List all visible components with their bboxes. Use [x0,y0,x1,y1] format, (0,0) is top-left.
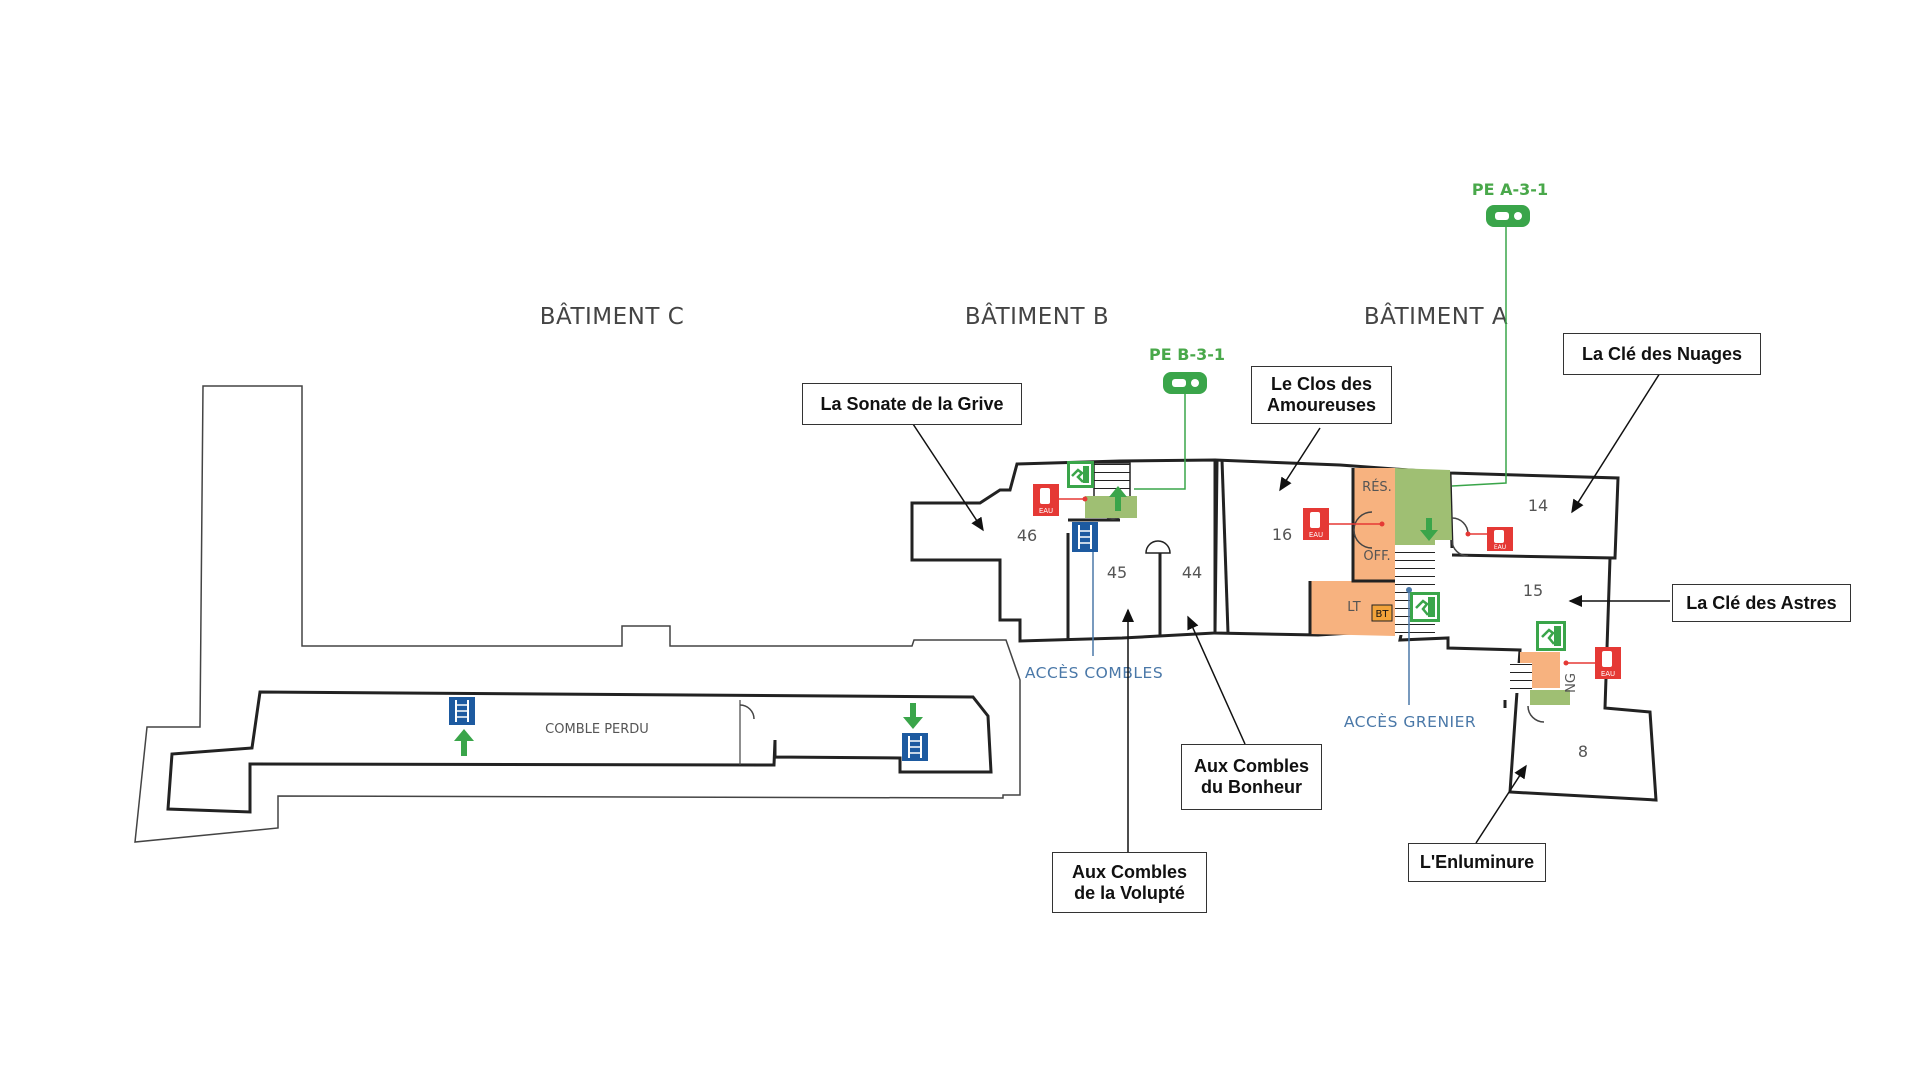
room-14: 14 [1528,496,1548,515]
building-c-title: BÂTIMENT C [540,302,685,330]
arrow-up-b [1109,486,1127,511]
exit-sign-a2 [1536,621,1566,651]
label-bonheur-line1: Aux Combles [1193,756,1310,776]
bt-box [1371,604,1393,622]
label-enluminure-text: L'Enluminure [1419,852,1535,872]
leader-nuages [1571,372,1661,514]
extinguisher-a3-icon: EAU [1563,647,1621,679]
leader-sonate [912,423,984,532]
svg-text:EAU: EAU [1494,544,1506,551]
room-15: 15 [1523,581,1543,600]
room-lt: LT [1347,600,1360,615]
door-14 [1451,517,1469,535]
label-sonate[interactable]: La Sonate de la Grive [802,383,1022,425]
pe-b-label: PE B-3-1 [1149,345,1225,364]
zone-green-a [1395,468,1452,568]
ladder-comble-right-icon [902,733,928,761]
door-8 [1527,705,1545,723]
label-clos-line1: Le Clos des [1270,374,1373,394]
room-8: 8 [1578,742,1588,761]
pe-a-icon-inner [1495,212,1509,220]
zone-lt [1310,581,1395,636]
zone-off [1353,526,1395,581]
label-sonate-text: La Sonate de la Grive [820,393,1004,414]
room-res: RÉS. [1362,479,1392,495]
wall-a-zones [1308,468,1395,634]
door-15 [1451,539,1469,557]
acces-grenier-dot [1406,587,1412,593]
pe-a-line [1451,227,1507,487]
svg-text:EAU: EAU [1601,670,1615,678]
leader-enluminure [1475,764,1527,844]
wall-a-3 [1451,553,1616,560]
extinguisher-b-icon: EAU [1033,484,1088,516]
label-bonheur[interactable]: Aux Combles du Bonheur [1181,744,1322,810]
pe-b-line [1134,394,1186,490]
arrow-up-comble [454,729,474,756]
label-astres[interactable]: La Clé des Astres [1672,584,1851,622]
exit-sign-b [1067,461,1094,488]
pe-b-icon-inner [1172,379,1186,387]
door-44 [1145,540,1171,554]
ladder-comble-left-icon [449,697,475,725]
arrow-down-comble [903,703,923,729]
label-clos[interactable]: Le Clos des Amoureuses [1251,366,1392,424]
door-off [1353,529,1373,549]
svg-text:EAU: EAU [1039,507,1053,515]
label-clos-line2: Amoureuses [1266,395,1377,415]
extinguisher-a2-icon: EAU [1465,527,1513,551]
label-nuages[interactable]: La Clé des Nuages [1563,333,1761,375]
room-off: OFF. [1363,549,1390,564]
pe-b-icon-dot [1191,379,1199,387]
label-volupte-line2: de la Volupté [1074,882,1185,903]
label-volupte-line1: Aux Combles [1071,861,1188,882]
arrow-down-a [1420,518,1438,541]
label-bonheur-line2: du Bonheur [1201,777,1302,797]
room-bt: BT [1376,609,1390,620]
label-enluminure[interactable]: L'Enluminure [1408,843,1546,882]
label-nuages-text: La Clé des Nuages [1581,343,1743,364]
comble-door [739,704,755,720]
room-comble-perdu: COMBLE PERDU [545,722,649,737]
ladder-b-icon [1072,522,1098,552]
building-b-title: BÂTIMENT B [965,302,1109,330]
building-c-outline [134,385,1021,843]
acces-grenier: ACCÈS GRENIER [1344,712,1476,731]
label-astres-text: La Clé des Astres [1686,592,1837,613]
pe-a-label: PE A-3-1 [1472,180,1548,199]
room-45: 45 [1107,563,1127,582]
leader-bonheur [1187,615,1246,745]
pe-a-icon-dot [1514,212,1522,220]
acces-combles: ACCÈS COMBLES [1025,663,1163,682]
door-res [1353,511,1373,531]
room-44: 44 [1182,563,1202,582]
comble-perdu-outline [166,690,993,814]
landing-a2 [1530,690,1570,705]
wall-a-1 [1220,459,1230,634]
label-volupte[interactable]: Aux Combles de la Volupté [1052,852,1207,913]
stair-landing-b [1085,496,1137,518]
room-ng: NG [1564,673,1579,693]
room-46: 46 [1017,526,1037,545]
extinguisher-a1-icon: EAU [1303,508,1385,540]
leader-clos [1279,427,1321,492]
svg-text:EAU: EAU [1309,531,1323,539]
stairs-a2 [1510,663,1532,693]
building-a-title: BÂTIMENT A [1364,302,1508,330]
building-b-outline [910,458,1219,643]
exit-sign-a1 [1410,592,1440,622]
room-16: 16 [1272,525,1292,544]
